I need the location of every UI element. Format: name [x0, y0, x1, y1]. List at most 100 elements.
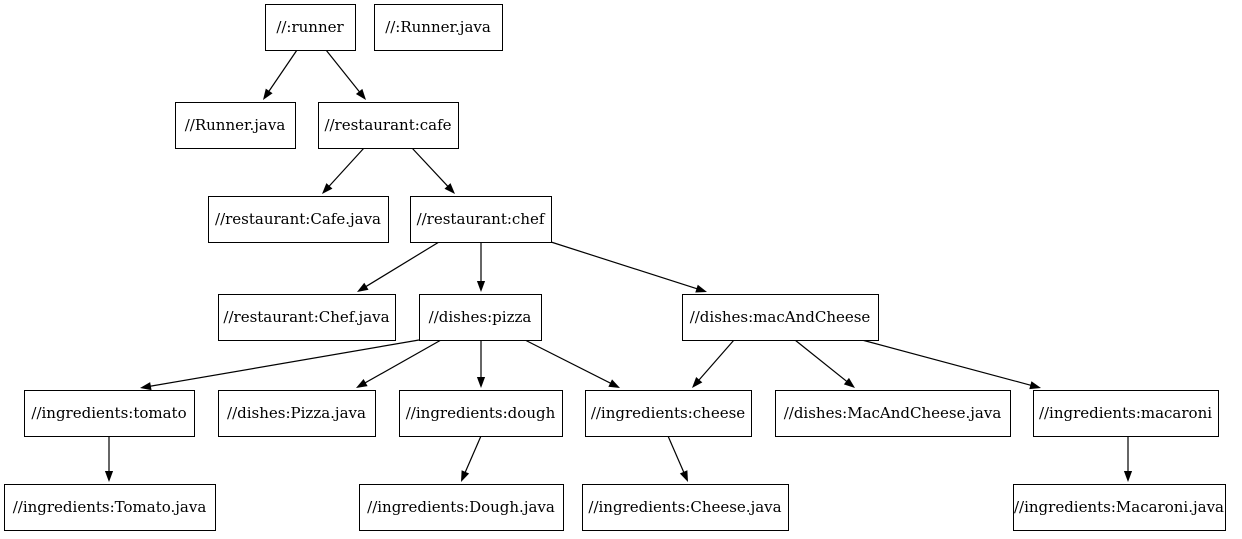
graph-node-dishes_pizza_java[interactable]: //dishes:Pizza.java: [218, 390, 376, 437]
edge-line: [411, 147, 449, 188]
node-label: //ingredients:Cheese.java: [588, 498, 781, 516]
edge-line: [697, 339, 735, 382]
node-box[interactable]: [218, 390, 376, 437]
edge-line: [464, 435, 482, 474]
edge-arrowhead: [476, 281, 486, 292]
graph-node-restaurant_chef[interactable]: //restaurant:chef: [410, 196, 552, 243]
node-label: //:runner: [276, 18, 344, 36]
edge-line: [861, 339, 1032, 387]
graph-edge: [667, 435, 688, 482]
graph-edge: [524, 339, 620, 388]
graph-edge: [476, 340, 486, 388]
graph-edge: [861, 339, 1041, 390]
graph-edge: [476, 242, 486, 292]
edge-arrowhead: [843, 377, 855, 388]
node-label: //restaurant:Cafe.java: [215, 210, 381, 228]
node-box[interactable]: [374, 4, 503, 51]
node-box[interactable]: [1033, 390, 1219, 437]
node-box[interactable]: [775, 390, 1011, 437]
edge-arrowhead: [140, 382, 152, 391]
graph-edge: [794, 339, 855, 388]
graph-node-restaurant_chef_java[interactable]: //restaurant:Chef.java: [218, 294, 396, 341]
node-box[interactable]: [24, 390, 195, 437]
node-label: //:Runner.java: [385, 18, 491, 36]
edge-line: [267, 49, 298, 93]
edge-arrowhead: [104, 471, 114, 482]
node-box[interactable]: [399, 390, 563, 437]
node-box[interactable]: [218, 294, 396, 341]
graph-node-dishes_macandcheese[interactable]: //dishes:macAndCheese: [682, 294, 879, 341]
graph-node-ingredients_cheese_java[interactable]: //ingredients:Cheese.java: [582, 484, 789, 531]
node-label: //ingredients:macaroni: [1039, 404, 1212, 422]
node-label: //restaurant:cafe: [324, 116, 451, 134]
graph-node-dishes_mac_java[interactable]: //dishes:MacAndCheese.java: [775, 390, 1011, 437]
edge-line: [364, 241, 440, 288]
node-box[interactable]: [359, 484, 564, 531]
graph-node-runner_java[interactable]: //Runner.java: [175, 102, 296, 149]
graph-node-ingredients_macaroni[interactable]: //ingredients:macaroni: [1033, 390, 1219, 437]
graph-node-ingredients_dough_java[interactable]: //ingredients:Dough.java: [359, 484, 564, 531]
graph-node-dishes_pizza[interactable]: //dishes:pizza: [419, 294, 542, 341]
edge-line: [327, 147, 365, 188]
edge-line: [325, 49, 361, 93]
node-box[interactable]: [318, 102, 459, 149]
node-label: //restaurant:chef: [417, 210, 546, 228]
edge-arrowhead: [355, 88, 366, 100]
node-box[interactable]: [419, 294, 542, 341]
node-box[interactable]: [410, 196, 552, 243]
node-label: //ingredients:tomato: [31, 404, 186, 422]
node-label: //dishes:pizza: [429, 308, 532, 326]
edge-arrowhead: [322, 183, 333, 194]
edge-arrowhead: [692, 377, 703, 388]
graph-edge: [692, 339, 735, 388]
edge-arrowhead: [263, 88, 273, 100]
node-box[interactable]: [4, 484, 216, 531]
node-box[interactable]: [585, 390, 752, 437]
edges-layer: [104, 49, 1133, 482]
node-box[interactable]: [265, 4, 356, 51]
edge-arrowhead: [461, 470, 470, 482]
graph-edge: [1123, 436, 1133, 482]
edge-arrowhead: [679, 470, 688, 482]
node-label: //ingredients:Macaroni.java: [1014, 498, 1224, 516]
graph-node-restaurant_cafe[interactable]: //restaurant:cafe: [318, 102, 459, 149]
node-label: //ingredients:Dough.java: [367, 498, 555, 516]
graph-node-ingredients_tomato_java[interactable]: //ingredients:Tomato.java: [4, 484, 216, 531]
edge-arrowhead: [357, 282, 369, 292]
node-box[interactable]: [1013, 484, 1226, 531]
graph-node-ingredients_dough[interactable]: //ingredients:dough: [399, 390, 563, 437]
graph-edge: [104, 436, 114, 482]
graph-edge: [322, 147, 365, 194]
graph-node-ingredients_cheese[interactable]: //ingredients:cheese: [585, 390, 752, 437]
graph-edge: [325, 49, 366, 100]
graph-edge: [357, 241, 440, 292]
graph-node-ingredients_macaroni_java[interactable]: //ingredients:Macaroni.java: [1013, 484, 1226, 531]
node-label: //ingredients:dough: [406, 404, 556, 422]
edge-arrowhead: [476, 377, 486, 388]
node-box[interactable]: [208, 196, 389, 243]
graph-edge: [140, 339, 420, 391]
node-box[interactable]: [582, 484, 789, 531]
edge-arrowhead: [1123, 471, 1133, 482]
node-label: //restaurant:Chef.java: [223, 308, 389, 326]
edge-arrowhead: [608, 379, 620, 388]
node-label: //dishes:Pizza.java: [227, 404, 366, 422]
node-label: //ingredients:Tomato.java: [13, 498, 207, 516]
graph-node-root_runner_java[interactable]: //:Runner.java: [374, 4, 503, 51]
edge-line: [363, 339, 442, 384]
node-box[interactable]: [175, 102, 296, 149]
node-box[interactable]: [682, 294, 879, 341]
graph-edge: [461, 435, 482, 482]
node-label: //dishes:MacAndCheese.java: [784, 404, 1002, 422]
graph-node-ingredients_tomato[interactable]: //ingredients:tomato: [24, 390, 195, 437]
graph-edge: [550, 241, 707, 293]
graph-node-runner[interactable]: //:runner: [265, 4, 356, 51]
nodes-layer: //:runner //:Runner.java //Runner.java //re…: [4, 4, 1226, 531]
graph-edge: [356, 339, 442, 388]
edge-line: [667, 435, 685, 474]
graph-node-restaurant_cafe_java[interactable]: //restaurant:Cafe.java: [208, 196, 389, 243]
graph-edge: [263, 49, 298, 100]
graph-edge: [411, 147, 455, 194]
